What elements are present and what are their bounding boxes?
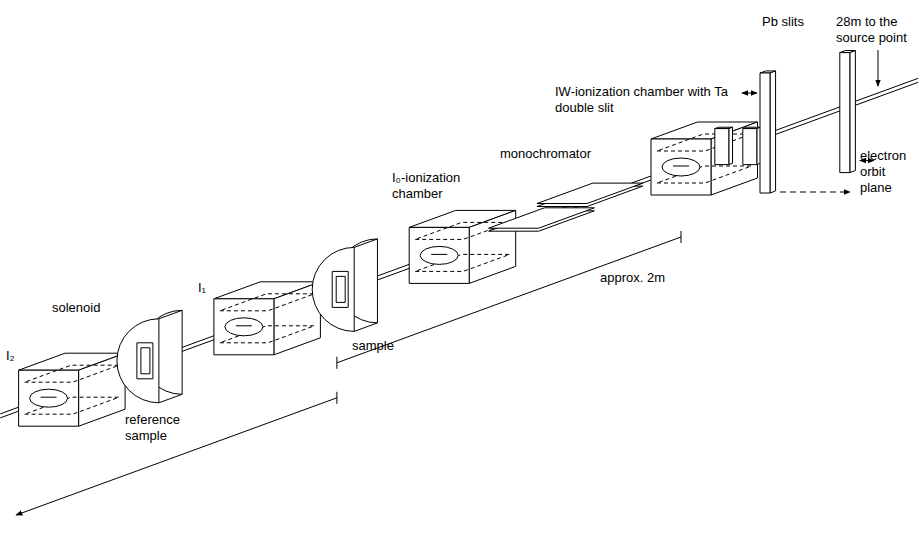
illustration [0,50,918,515]
part-label: IW-ionization chamber with Ta double sli… [555,84,733,116]
chamber-side [711,122,758,195]
beam-line [0,82,918,418]
sample-holder [141,348,150,374]
solenoid-edge [159,394,182,403]
dimension-line [337,237,681,363]
solenoid-face [117,319,159,403]
solenoid-edge [354,239,377,248]
chamber-electrode [657,134,752,151]
crystal-plate [537,183,643,203]
part-label: Pb slits [762,14,832,30]
motion-arrow [742,93,757,94]
part-label: monochromator [500,146,610,162]
part-label: I₁ [198,280,218,296]
beam-line [431,254,447,255]
solenoid-face [312,247,354,331]
chamber-electrode [220,294,315,311]
chamber-electrode [25,365,120,382]
slit-plate [743,129,757,165]
crystal-plate [489,208,595,228]
part-label: sample [352,338,412,354]
part-label: approx. 2m [600,270,690,286]
part-label: solenoid [52,300,122,316]
beam-line [673,166,689,167]
part-label: I₀-ionization chamber [392,170,492,202]
chamber-window [420,246,458,264]
solenoid-edge [354,323,377,332]
sample-holder [336,276,345,302]
part-label: I₂ [6,348,26,364]
beam-line [41,397,57,398]
part-label: reference sample [125,412,205,444]
chamber-window [662,158,700,176]
leader-line [878,50,879,86]
dimension-line [16,398,337,515]
beam-line [236,325,252,326]
slit-side [729,127,733,164]
chamber-window [225,318,263,336]
dimension-tick [681,231,682,243]
dimension-tick [336,392,337,404]
slit-plate [760,73,770,193]
slit-plate [840,53,850,173]
part-label: electron orbit plane [860,148,916,196]
slit-side [770,71,776,193]
solenoid-window [137,343,153,379]
orbit-plane-line [780,192,850,193]
beam-line [0,78,918,414]
dimension-tick [336,357,337,369]
chamber-window [30,389,68,407]
slit-side [850,51,856,173]
part-label: 28m to the source point [836,14,916,46]
slit-plate [715,129,729,165]
solenoid-window [332,271,348,307]
solenoid-edge [159,310,182,319]
